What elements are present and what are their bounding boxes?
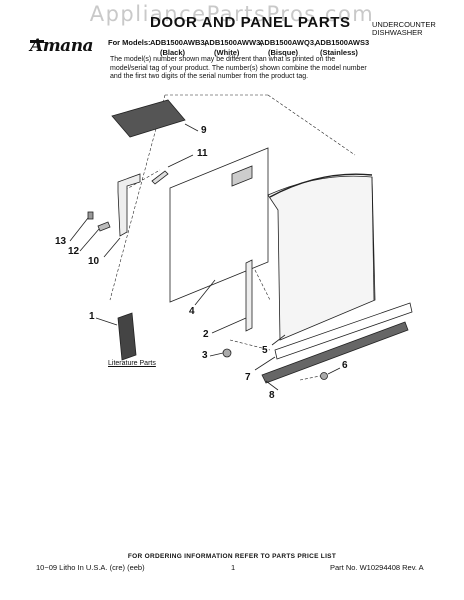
model-stainless: ADB1500AWS3	[315, 38, 370, 47]
part-2-hinge	[245, 259, 253, 332]
footer-page-number: 1	[231, 563, 236, 572]
part-8-bottom-rail	[261, 321, 409, 384]
part-1-literature	[117, 312, 137, 361]
color-white: (White)	[214, 48, 240, 57]
callout-3: 3	[202, 350, 208, 361]
callout-10: 10	[88, 256, 100, 267]
part-13-fastener	[87, 211, 94, 220]
color-black: (Black)	[160, 48, 186, 57]
callout-12: 12	[68, 246, 80, 257]
model-white: ADB1500AWW3,	[204, 38, 263, 47]
page-title: DOOR AND PANEL PARTS	[150, 14, 351, 31]
color-bisque: (Bisque)	[268, 48, 298, 57]
footer-litho: 10−09 Litho In U.S.A. (cre) (eeb)	[36, 563, 145, 572]
part-3-screw	[222, 348, 232, 358]
callout-11: 11	[197, 148, 208, 159]
model-bisque: ADB1500AWQ3,	[259, 38, 317, 47]
part-5-outer-panel	[267, 175, 376, 341]
appliance-type-line-2: DISHWASHER	[372, 28, 423, 37]
callout-7: 7	[245, 372, 251, 383]
callout-8: 8	[269, 390, 275, 401]
callout-2: 2	[203, 329, 209, 340]
part-12-spacer	[97, 221, 111, 232]
part-4-door-panel	[169, 147, 269, 303]
callout-5: 5	[262, 345, 268, 356]
part-6-screw	[320, 372, 328, 380]
model-black: ADB1500AWB3,	[150, 38, 207, 47]
literature-parts-label: Literature Parts	[108, 360, 156, 367]
part-7-kick-plate	[274, 302, 413, 360]
color-stainless: (Stainless)	[320, 48, 358, 57]
part-4-panel-window	[231, 165, 253, 187]
watermark: AppliancePartsPros.com	[89, 2, 375, 26]
callout-13: 13	[55, 236, 67, 247]
callout-9: 9	[201, 125, 207, 136]
callout-4: 4	[189, 306, 195, 317]
part-11-clip	[151, 170, 169, 185]
footer-part-number: Part No. W10294408 Rev. A	[330, 563, 424, 572]
part-9-trim-strip	[111, 99, 186, 138]
appliance-type-line-1: UNDERCOUNTER	[372, 20, 436, 29]
brand-logo-bar	[30, 40, 44, 43]
callout-1: 1	[89, 311, 95, 322]
models-label: For Models:	[108, 38, 151, 47]
part-10-bracket	[117, 173, 141, 237]
callout-6: 6	[342, 360, 348, 371]
model-note: The model(s) number shown may be differe…	[110, 56, 367, 80]
appliance-type: UNDERCOUNTER DISHWASHER	[372, 21, 436, 37]
ordering-info: FOR ORDERING INFORMATION REFER TO PARTS …	[127, 553, 337, 560]
brand-logo: Amana	[30, 36, 94, 56]
